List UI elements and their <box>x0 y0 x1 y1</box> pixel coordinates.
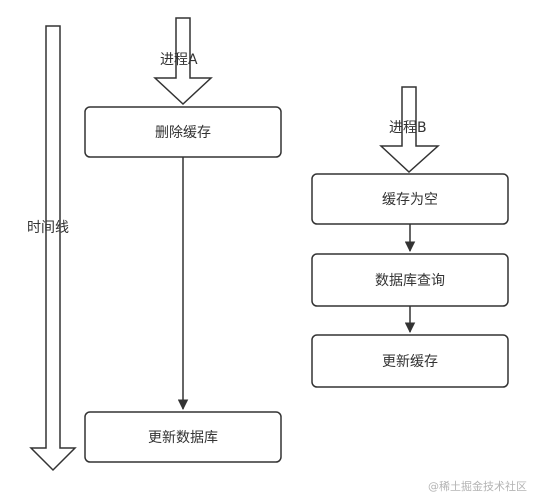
process-b-step-label: 数据库查询 <box>375 273 445 289</box>
process-a-step-label: 更新数据库 <box>148 430 218 446</box>
timeline-arrow <box>29 25 77 472</box>
process-b-step-label: 缓存为空 <box>382 192 438 208</box>
process-a-label: 进程A <box>160 52 198 68</box>
process-b-step-label: 更新缓存 <box>382 354 438 370</box>
process-a-step-label: 删除缓存 <box>155 125 211 141</box>
process-a-arrow <box>153 17 213 106</box>
process-a-step-update-db <box>84 411 282 463</box>
process-b-label: 进程B <box>389 120 427 136</box>
process-b-step-update-cache <box>311 334 509 388</box>
process-b-arrow <box>379 86 440 174</box>
watermark: @稀土掘金技术社区 <box>428 479 527 493</box>
timeline-label: 时间线 <box>27 220 69 236</box>
